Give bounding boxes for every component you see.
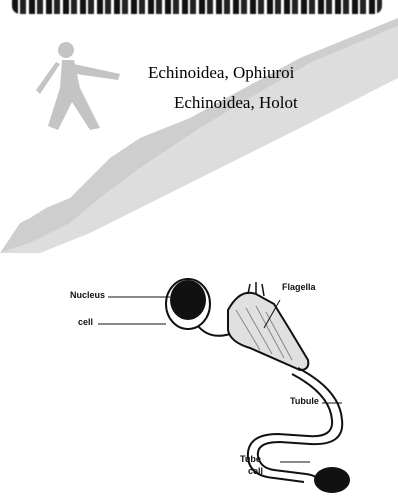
flame-cell-drawing (60, 270, 380, 495)
label-tube-cell: cell (248, 466, 263, 476)
flame-cell-diagram: Nucleus cell Flagella Tubule Tube cell (60, 270, 380, 495)
option-line-2: Echinoidea, Holot (148, 88, 398, 118)
cell-neck (198, 326, 230, 336)
label-flagella: Flagella (282, 282, 316, 292)
person-arm-right (74, 64, 120, 80)
label-tubule: Tubule (290, 396, 319, 406)
label-nucleus: Nucleus (70, 290, 105, 300)
tube-cell-nucleus (314, 467, 350, 493)
flame-bulb (228, 293, 308, 370)
option-line-1: Echinoidea, Ophiuroi (148, 58, 398, 88)
label-tube: Tube (240, 454, 261, 464)
answer-options: Echinoidea, Ophiuroi Echinoidea, Holot (148, 58, 398, 118)
cropped-text-smudge (12, 0, 382, 14)
label-cell: cell (78, 317, 93, 327)
person-head (58, 42, 74, 58)
person-arm-left (36, 62, 60, 94)
walking-figure-watermark (0, 18, 398, 253)
nucleus-shape (170, 280, 206, 320)
